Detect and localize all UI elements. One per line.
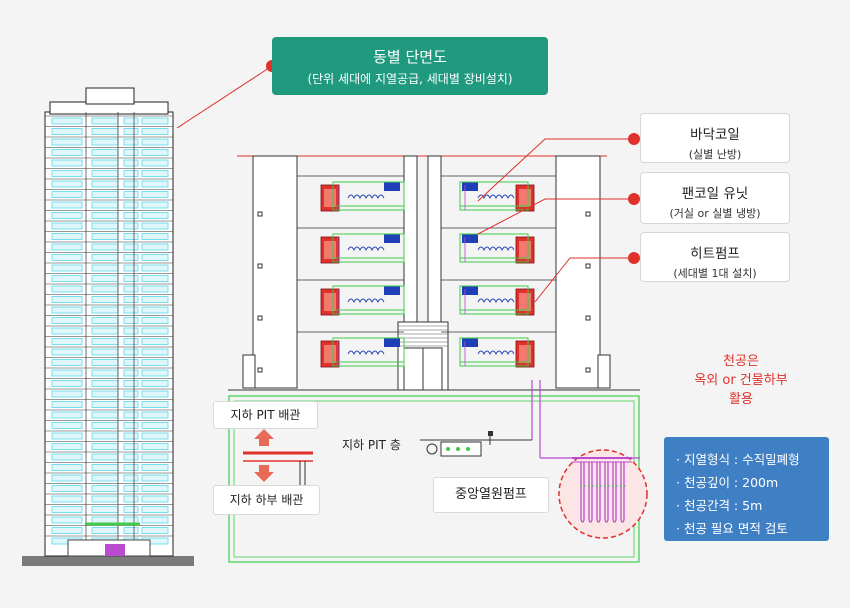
callout-fan-coil-sub: (거실 or 실별 냉방) bbox=[669, 207, 761, 220]
borehole-field bbox=[558, 449, 648, 539]
callout-fan-coil-title: 팬코일 유닛 bbox=[681, 186, 749, 202]
tower-building bbox=[22, 87, 194, 566]
spec-item-type: 지열형식 : 수직밀폐형 bbox=[676, 449, 829, 468]
spec-item-area: 천공 필요 면적 검토 bbox=[676, 518, 829, 537]
callout-floor-coil-sub: (실별 난방) bbox=[688, 148, 742, 161]
section-subtitle: (단위 세대에 지열공급, 세대별 장비설치) bbox=[307, 72, 513, 86]
label-pit-floor: 지하 PIT 층 bbox=[342, 438, 401, 452]
spec-box: 지열형식 : 수직밀폐형 천공깊이 : 200m 천공간격 : 5m 천공 필요… bbox=[664, 437, 829, 541]
callout-floor-coil-title: 바닥코일 bbox=[690, 127, 740, 143]
ground-slab bbox=[22, 556, 194, 566]
borehole-note-line1: 천공은 bbox=[723, 354, 759, 369]
borehole-note-line2: 옥외 or 건물하부 bbox=[694, 373, 788, 388]
callout-heat-pump-sub: (세대별 1대 설치) bbox=[673, 267, 757, 280]
down-arrow-icon bbox=[254, 465, 274, 482]
label-lower-pipe: 지하 하부 배관 bbox=[213, 485, 320, 515]
section-building bbox=[228, 155, 640, 391]
callout-heat-pump: 히트펌프 (세대별 1대 설치) bbox=[640, 232, 790, 282]
pump-assembly-icon bbox=[426, 431, 493, 457]
borehole-note-line3: 활용 bbox=[729, 392, 753, 407]
callout-heat-pump-title: 히트펌프 bbox=[690, 246, 740, 262]
title-leader-line bbox=[176, 65, 273, 129]
spec-item-depth: 천공깊이 : 200m bbox=[676, 472, 829, 491]
label-pit-pipe: 지하 PIT 배관 bbox=[213, 401, 318, 429]
callout-leaders bbox=[477, 133, 640, 303]
callout-fan-coil: 팬코일 유닛 (거실 or 실별 냉방) bbox=[640, 172, 790, 224]
callout-floor-coil: 바닥코일 (실별 난방) bbox=[640, 113, 790, 163]
borehole-note: 천공은 옥외 or 건물하부 활용 bbox=[666, 352, 816, 409]
section-title-box: 동별 단면도 (단위 세대에 지열공급, 세대별 장비설치) bbox=[272, 37, 548, 95]
section-title: 동별 단면도 bbox=[373, 48, 447, 66]
spec-item-spacing: 천공간격 : 5m bbox=[676, 495, 829, 514]
label-central-pump: 중앙열원펌프 bbox=[433, 477, 549, 513]
up-arrow-icon bbox=[254, 429, 274, 446]
